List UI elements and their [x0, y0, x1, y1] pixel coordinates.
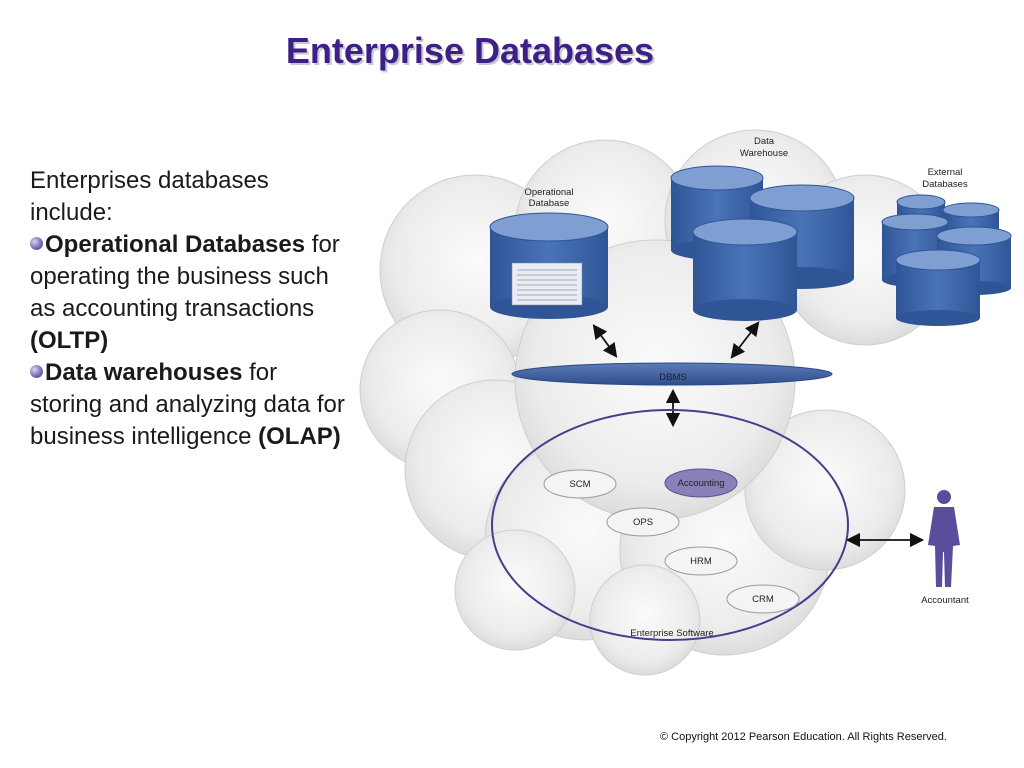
dbms-label: DBMS [659, 372, 686, 383]
slide-body: Enterprises databases include: Operation… [30, 165, 350, 453]
data-warehouse-cylinders [670, 165, 855, 321]
operational-database-label-2: Database [529, 198, 570, 209]
module-scm-label: SCM [569, 479, 590, 490]
enterprise-software-ring [491, 409, 849, 641]
external-databases-label-2: Databases [922, 179, 968, 190]
module-crm-label: CRM [752, 594, 774, 605]
accountant-label: Accountant [921, 595, 969, 606]
module-crm: CRM [726, 584, 800, 614]
data-warehouse-label-1: Data [754, 136, 775, 147]
bullet-term: Operational Databases [45, 231, 306, 258]
module-ops: OPS [606, 507, 680, 537]
bullet-text: for storing and analyzing data for busin… [30, 359, 345, 450]
operational-database-cylinder [489, 212, 609, 319]
data-warehouse-label-2: Warehouse [740, 148, 788, 159]
bullet-data-warehouses: Data warehouses for storing and analyzin… [30, 357, 350, 453]
accountant-icon [928, 490, 960, 587]
external-databases-label-1: External [928, 167, 963, 178]
module-ops-label: OPS [633, 517, 653, 528]
external-database-cylinders [881, 194, 1012, 326]
bullet-term: Data warehouses [45, 359, 243, 386]
operational-database-label-1: Operational [524, 187, 573, 198]
copyright-footer: © Copyright 2012 Pearson Education. All … [660, 731, 947, 743]
bullet-icon [30, 237, 43, 250]
intro-text: Enterprises databases include: [30, 167, 269, 226]
bullet-abbrev: (OLAP) [258, 423, 341, 450]
module-accounting-label: Accounting [677, 478, 724, 489]
arrow-operational-dbms [592, 324, 618, 358]
enterprise-database-diagram: Operational Database Data Warehouse Exte… [355, 120, 1015, 695]
bullet-abbrev: (OLTP) [30, 327, 109, 354]
bullet-icon [30, 365, 43, 378]
module-scm: SCM [543, 469, 617, 499]
enterprise-software-label: Enterprise Software [630, 628, 713, 639]
module-accounting: Accounting [664, 468, 738, 498]
bullet-operational-databases: Operational Databases for operating the … [30, 229, 350, 357]
dbms-disc [511, 362, 833, 386]
slide-title: Enterprise Databases [285, 30, 655, 71]
cloud-background [359, 129, 951, 676]
module-hrm-label: HRM [690, 556, 712, 567]
bullet-text: for operating the business such as accou… [30, 231, 340, 322]
arrow-warehouse-dbms [730, 321, 760, 359]
module-hrm: HRM [664, 546, 738, 576]
